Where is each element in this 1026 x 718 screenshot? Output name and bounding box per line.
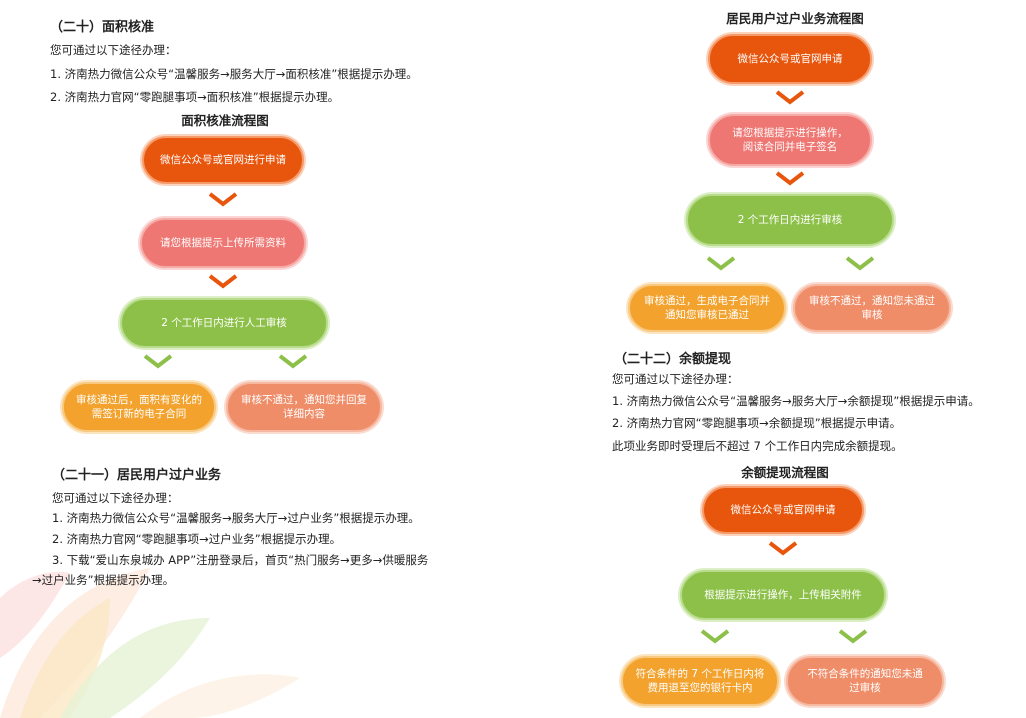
s22-step-upload: 根据提示进行操作，上传相关附件 bbox=[680, 570, 886, 620]
s20-step-upload-label: 请您根据提示上传所需资料 bbox=[160, 237, 286, 249]
chevron-down-icon bbox=[700, 629, 730, 644]
chevron-down-icon bbox=[143, 354, 173, 369]
section21-item-3-cont: →过户业务”根据提示办理。 bbox=[32, 573, 175, 587]
section22-item-2: 2. 济南热力官网“零跑腿事项→余额提现”根据提示申请。 bbox=[612, 416, 902, 430]
s22-result-fail: 不符合条件的通知您未通过审核 bbox=[786, 656, 944, 706]
s21-step-apply: 微信公众号或官网申请 bbox=[708, 34, 872, 84]
chevron-down-icon bbox=[768, 541, 798, 556]
s21-step-sign-label: 请您根据提示进行操作，阅读合同并电子签名 bbox=[732, 127, 848, 153]
s21-step-review: 2 个工作日内进行审核 bbox=[686, 194, 894, 246]
s20-step-review-label: 2 个工作日内进行人工审核 bbox=[161, 317, 287, 329]
s22-result-fail-label: 不符合条件的通知您未通过审核 bbox=[807, 668, 923, 694]
s21-result-pass-label: 审核通过，生成电子合同并通知您审核已通过 bbox=[644, 295, 770, 321]
s22-step-apply-label: 微信公众号或官网申请 bbox=[730, 504, 836, 516]
s20-result-pass: 审核通过后，面积有变化的需签订新的电子合同 bbox=[62, 382, 216, 432]
s22-result-pass-label: 符合条件的 7 个工作日内将费用退至您的银行卡内 bbox=[635, 668, 765, 694]
s20-step-apply-label: 微信公众号或官网进行申请 bbox=[160, 154, 286, 166]
section20-intro: 您可通过以下途径办理： bbox=[50, 43, 177, 57]
section20-item-1: 1. 济南热力微信公众号“温馨服务→服务大厅→面积核准”根据提示办理。 bbox=[50, 67, 418, 81]
section20-item-2: 2. 济南热力官网“零跑腿事项→面积核准”根据提示办理。 bbox=[50, 90, 340, 104]
s21-result-fail-label: 审核不通过，通知您未通过审核 bbox=[809, 295, 935, 321]
chevron-down-icon bbox=[775, 90, 805, 105]
s20-result-fail: 审核不通过，通知您并回复详细内容 bbox=[226, 382, 382, 432]
section22-intro: 您可通过以下途径办理： bbox=[612, 372, 739, 386]
chevron-down-icon bbox=[775, 171, 805, 186]
petal-decoration bbox=[0, 568, 300, 718]
s20-step-review: 2 个工作日内进行人工审核 bbox=[120, 298, 328, 348]
chevron-down-icon bbox=[845, 256, 875, 271]
section22-item-1: 1. 济南热力微信公众号“温馨服务→服务大厅→余额提现”根据提示申请。 bbox=[612, 394, 980, 408]
s20-result-fail-label: 审核不通过，通知您并回复详细内容 bbox=[241, 394, 367, 420]
section22-flow-title: 余额提现流程图 bbox=[741, 465, 829, 480]
section21-item-2: 2. 济南热力官网“零跑腿事项→过户业务”根据提示办理。 bbox=[52, 532, 342, 546]
chevron-down-icon bbox=[838, 629, 868, 644]
chevron-down-icon bbox=[208, 192, 238, 207]
s21-result-pass: 审核通过，生成电子合同并通知您审核已通过 bbox=[628, 284, 786, 332]
s21-step-review-label: 2 个工作日内进行审核 bbox=[737, 214, 843, 226]
s22-step-upload-label: 根据提示进行操作，上传相关附件 bbox=[704, 589, 862, 601]
section20-heading: （二十）面积核准 bbox=[50, 20, 155, 35]
s21-step-sign: 请您根据提示进行操作，阅读合同并电子签名 bbox=[708, 114, 872, 166]
s22-step-apply: 微信公众号或官网申请 bbox=[702, 486, 864, 534]
section21-heading: （二十一）居民用户过户业务 bbox=[52, 468, 222, 483]
section21-flow-title: 居民用户过户业务流程图 bbox=[726, 11, 864, 26]
chevron-down-icon bbox=[208, 274, 238, 289]
section20-flow-title: 面积核准流程图 bbox=[181, 113, 269, 128]
section21-intro: 您可通过以下途径办理： bbox=[52, 491, 179, 505]
chevron-down-icon bbox=[278, 354, 308, 369]
s22-result-pass: 符合条件的 7 个工作日内将费用退至您的银行卡内 bbox=[621, 656, 779, 706]
section22-note: 此项业务即时受理后不超过 7 个工作日内完成余额提现。 bbox=[612, 439, 903, 453]
section21-item-3: 3. 下载“爱山东泉城办 APP”注册登录后，首页“热门服务→更多→供暖服务 bbox=[52, 553, 429, 567]
s20-result-pass-label: 审核通过后，面积有变化的需签订新的电子合同 bbox=[76, 394, 202, 420]
s21-result-fail: 审核不通过，通知您未通过审核 bbox=[793, 284, 951, 332]
chevron-down-icon bbox=[706, 256, 736, 271]
section22-heading: （二十二）余额提现 bbox=[614, 352, 732, 367]
s20-step-apply: 微信公众号或官网进行申请 bbox=[142, 136, 304, 184]
s20-step-upload: 请您根据提示上传所需资料 bbox=[140, 218, 306, 268]
section21-item-1: 1. 济南热力微信公众号“温馨服务→服务大厅→过户业务”根据提示办理。 bbox=[52, 511, 420, 525]
s21-step-apply-label: 微信公众号或官网申请 bbox=[737, 53, 843, 65]
